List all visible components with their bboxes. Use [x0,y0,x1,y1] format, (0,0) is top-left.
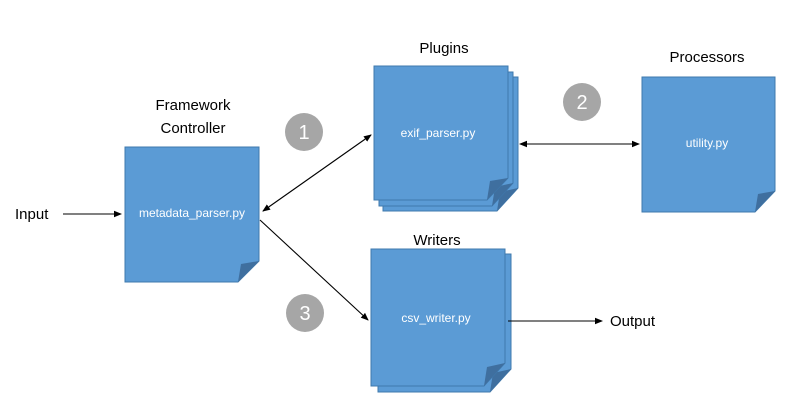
writers-heading: Writers [413,232,460,249]
framework-heading-line2: Controller [160,120,225,137]
framework-file-label: metadata_parser.py [139,206,245,220]
input-label: Input [15,206,49,223]
step-1-label: 1 [298,122,309,144]
processors-node: Processors utility.py [641,49,776,213]
output-label: Output [610,313,656,330]
framework-heading-line1: Framework [155,97,231,114]
plugins-heading: Plugins [419,40,468,57]
framework-document-fold [238,261,259,282]
writers-file-label: csv_writer.py [401,311,470,325]
framework-writers-arrow [259,219,369,321]
step-3-label: 3 [299,303,310,325]
step-3-badge: 3 [286,294,324,332]
processors-file-label: utility.py [686,136,728,150]
step-2-label: 2 [576,92,587,114]
writers-document-back-fold [490,369,511,392]
processors-heading: Processors [669,49,744,66]
plugins-file-label: exif_parser.py [401,126,476,140]
plugins-node: Plugins exif_parser.py [373,40,519,212]
step-1-badge: 1 [285,113,323,151]
processors-document-fold [755,191,775,212]
writers-node: Writers csv_writer.py [370,232,512,393]
step-2-badge: 2 [563,83,601,121]
framework-plugins-arrow [262,134,372,212]
framework-controller-node: Framework Controller metadata_parser.py [124,97,260,283]
writers-document-front-fold [484,363,505,386]
plugins-document-front-fold [487,178,508,200]
